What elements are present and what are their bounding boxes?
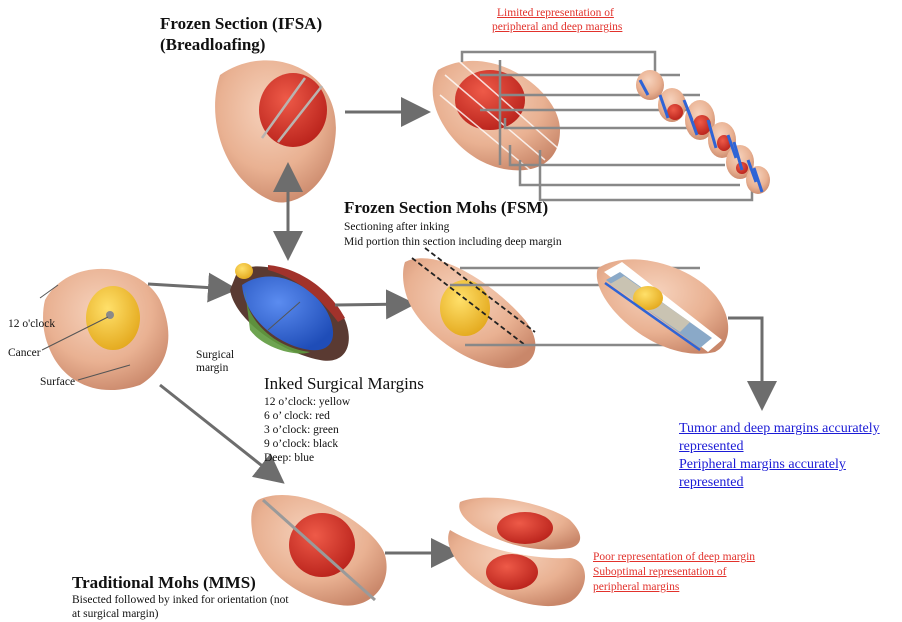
arrow-lesion-to-mms	[160, 385, 280, 480]
fsm-desc-line1: Sectioning after inking	[344, 220, 449, 234]
mms-note-line2: Suboptimal representation of	[593, 565, 727, 579]
mms-note-line3: peripheral margins	[593, 580, 679, 594]
mms-bisected	[448, 498, 585, 606]
fsm-section	[597, 259, 728, 353]
arrow-inked-to-fsm	[335, 304, 410, 305]
arrow-lesion-to-inked	[148, 284, 232, 289]
inked-item-red: 6 o’ clock: red	[264, 409, 330, 423]
fsm-result-line2: represented	[679, 438, 744, 456]
ifsa-title: Frozen Section (IFSA)	[160, 14, 322, 33]
inked-item-green: 3 o’clock: green	[264, 423, 339, 437]
label-surgical-margin-2: margin	[196, 362, 228, 375]
ifsa-subtitle: (Breadloafing)	[160, 35, 265, 54]
inked-title: Inked Surgical Margins	[264, 374, 424, 393]
inked-item-black: 9 o’clock: black	[264, 437, 338, 451]
inked-specimen	[230, 263, 349, 361]
mms-desc-line2: at surgical margin)	[72, 607, 158, 621]
breadloaf-slices	[636, 70, 770, 194]
mms-desc-line1: Bisected followed by inked for orientati…	[72, 593, 289, 607]
label-cancer: Cancer	[8, 347, 41, 360]
fsm-result-line1: Tumor and deep margins accurately	[679, 420, 880, 438]
inked-item-blue: Deep: blue	[264, 451, 314, 465]
fsm-result-line4: represented	[679, 474, 744, 492]
ifsa-note-line2: peripheral and deep margins	[492, 20, 622, 34]
fsm-title: Frozen Section Mohs (FSM)	[344, 198, 548, 217]
ifsa-specimen	[215, 60, 336, 202]
mms-title: Traditional Mohs (MMS)	[72, 573, 256, 592]
ifsa-note-line1: Limited representation of	[497, 6, 614, 20]
mms-specimen	[251, 495, 386, 606]
inked-item-yellow: 12 o’clock: yellow	[264, 395, 350, 409]
arrow-fsm-to-result	[728, 318, 762, 405]
mms-note-line1: Poor representation of deep margin	[593, 550, 755, 564]
fsm-specimen	[403, 248, 535, 368]
label-surgical-margin-1: Surgical	[196, 349, 234, 362]
fsm-desc-line2: Mid portion thin section including deep …	[344, 235, 562, 249]
label-12-oclock: 12 o'clock	[8, 318, 55, 331]
fsm-result-line3: Peripheral margins accurately	[679, 456, 846, 474]
label-surface: Surface	[40, 376, 75, 389]
